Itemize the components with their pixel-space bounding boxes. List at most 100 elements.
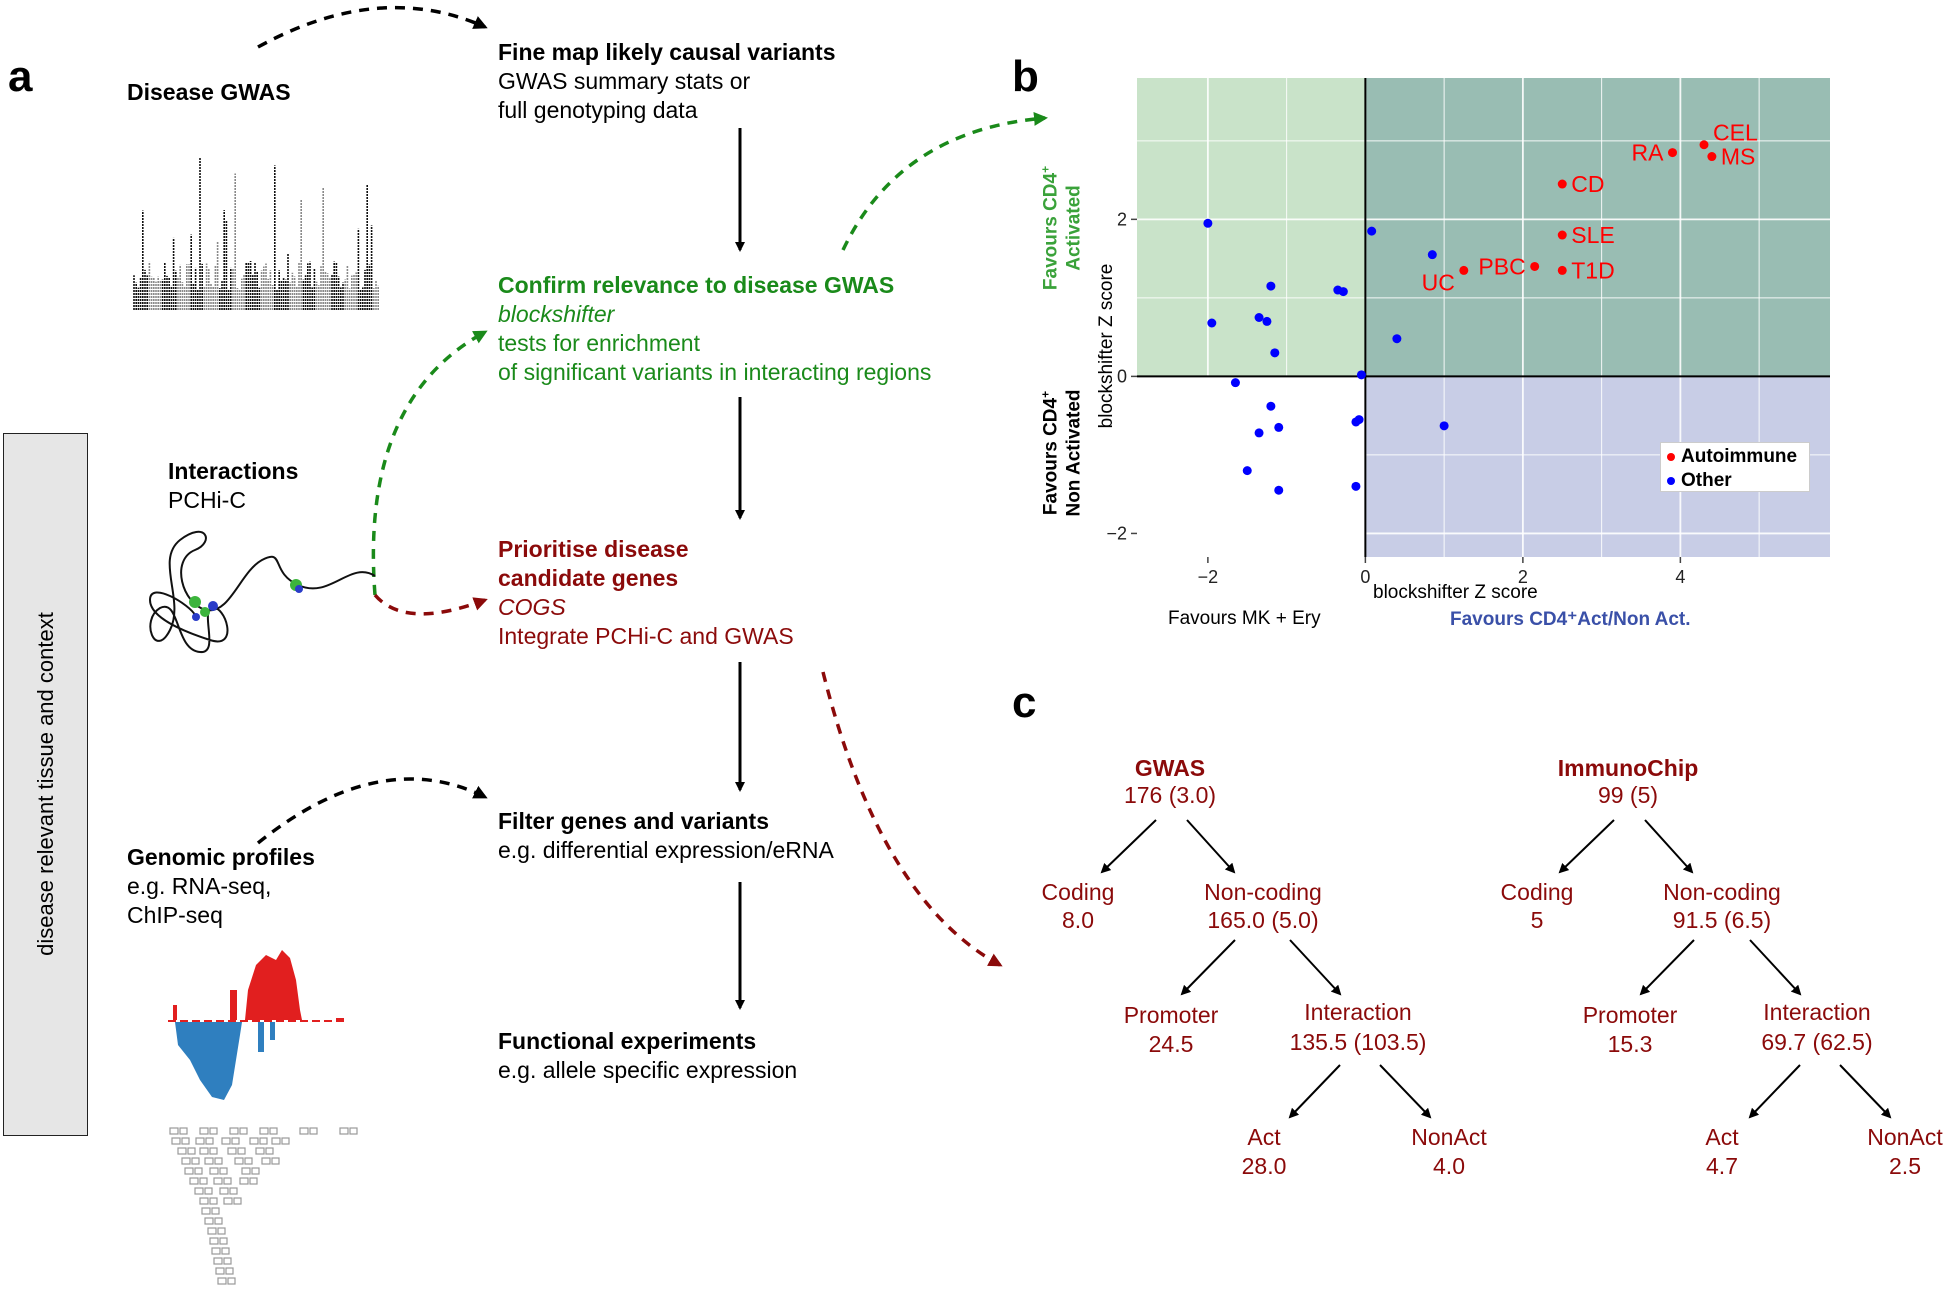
read-block <box>251 1167 260 1175</box>
read-block <box>209 1167 219 1175</box>
prioritise-title2: candidate genes <box>498 565 679 591</box>
read-block <box>233 1197 242 1205</box>
ichip-arrow-interaction <box>1749 939 1802 996</box>
genomic-line1: e.g. RNA-seq, <box>127 873 272 899</box>
panel-letter-a: a <box>8 52 33 101</box>
read-block <box>229 1187 238 1195</box>
y-tick-label: −2 <box>1106 523 1127 543</box>
other-point <box>1254 313 1264 322</box>
point-label: PBC <box>1478 253 1525 279</box>
read-block <box>194 1167 203 1175</box>
read-block <box>244 1157 253 1165</box>
x-left-label: Favours MK + Ery <box>1168 608 1321 629</box>
ichip-nonact: NonAct <box>1867 1124 1943 1150</box>
point-label: MS <box>1721 144 1756 170</box>
ichip-root-val: 99 (5) <box>1597 782 1659 808</box>
legend-autoimmune: Autoimmune <box>1667 445 1803 469</box>
read-block <box>204 1157 214 1165</box>
read-block <box>187 1147 196 1155</box>
read-block <box>215 1267 225 1275</box>
read-block <box>259 1137 268 1145</box>
ichip-act-val: 4.7 <box>1706 1153 1738 1179</box>
quadrant-top-left <box>1137 78 1366 377</box>
arrow-prioritise-to-panel-c <box>821 671 1003 967</box>
read-block <box>204 1187 213 1195</box>
read-block <box>265 1147 274 1155</box>
step-functional: Functional experiments e.g. allele speci… <box>498 1027 797 1085</box>
autoimmune-point <box>1557 230 1567 240</box>
read-block <box>205 1137 214 1145</box>
quadrant-bottom-left <box>1137 376 1366 557</box>
ichip-coding-val: 5 <box>1530 907 1544 933</box>
arrow-interactions-to-prioritise <box>373 593 488 616</box>
prioritise-title1: Prioritise disease <box>498 536 689 562</box>
read-block <box>221 1247 230 1255</box>
read-block <box>223 1257 232 1265</box>
ichip-arrow-act <box>1748 1064 1801 1119</box>
read-block <box>195 1137 205 1145</box>
gwas-source: Disease GWAS <box>127 78 291 107</box>
context-box <box>3 433 88 1136</box>
read-block <box>219 1167 228 1175</box>
point-label: CEL <box>1713 120 1758 146</box>
read-block <box>199 1197 209 1205</box>
other-point <box>1230 378 1240 388</box>
ichip-arrow-noncoding <box>1644 819 1694 874</box>
read-block <box>241 1167 251 1175</box>
ichip-root-name: ImmunoChip <box>1557 755 1699 781</box>
read-block <box>209 1147 218 1155</box>
read-block <box>271 1137 281 1145</box>
read-block <box>223 1197 233 1205</box>
gwas-source-title: Disease GWAS <box>127 79 291 105</box>
read-block <box>269 1127 278 1135</box>
confirm-method: blockshifter <box>498 301 615 327</box>
step-filter: Filter genes and variants e.g. different… <box>498 807 834 865</box>
ichip-arrow-promoter <box>1639 939 1695 996</box>
other-point <box>1439 421 1449 431</box>
legend-other: Other <box>1667 469 1803 493</box>
other-point <box>1270 348 1280 358</box>
activated-label-a: Favours CD4 <box>1040 172 1062 291</box>
read-block <box>339 1127 349 1135</box>
read-block <box>209 1127 218 1135</box>
read-block <box>201 1207 211 1215</box>
read-block <box>231 1137 240 1145</box>
chromatin-loop-thumbnail <box>148 530 376 654</box>
read-block <box>227 1147 237 1155</box>
fine-map-line1: GWAS summary stats or <box>498 68 751 94</box>
gwas-arrow-noncoding <box>1186 819 1236 874</box>
read-block <box>209 1197 218 1205</box>
other-point <box>1203 218 1213 228</box>
read-block <box>211 1207 220 1215</box>
ichip-promoter-val: 15.3 <box>1607 1031 1653 1057</box>
ichip-noncoding: Non-coding <box>1663 879 1781 905</box>
read-block <box>204 1217 214 1225</box>
gwas-arrow-act <box>1288 1064 1341 1119</box>
gwas-root-name: GWAS <box>1134 755 1206 781</box>
read-block <box>213 1257 223 1265</box>
fine-map-line2: full genotyping data <box>498 97 698 123</box>
read-block <box>217 1277 227 1285</box>
point-label: T1D <box>1571 257 1614 283</box>
interactions-title: Interactions <box>168 458 299 484</box>
other-point <box>1266 281 1276 291</box>
autoimmune-point <box>1557 179 1567 189</box>
quadrant-top-right <box>1365 78 1830 377</box>
x-tick-label: −2 <box>1198 567 1219 587</box>
interactions-sub: PCHi-C <box>168 487 246 513</box>
read-block <box>189 1177 199 1185</box>
confirm-line2: of significant variants in interacting r… <box>498 359 932 385</box>
autoimmune-point <box>1557 265 1567 275</box>
nonactivated-label-b: Non Activated <box>1063 389 1085 517</box>
confirm-title: Confirm relevance to disease GWAS <box>498 272 895 298</box>
y-tick-label: 2 <box>1117 209 1127 229</box>
genomic-source: Genomic profiles e.g. RNA-seq, ChIP-seq <box>127 843 315 930</box>
autoimmune-point <box>1707 152 1717 162</box>
read-block <box>219 1237 228 1245</box>
other-point <box>1427 250 1437 260</box>
prioritise-line1: Integrate PCHi-C and GWAS <box>498 623 794 649</box>
gwas-noncoding-val: 165.0 (5.0) <box>1207 907 1319 933</box>
gwas-interaction: Interaction <box>1304 999 1412 1025</box>
y-axis-label: blockshifter Z score <box>1096 263 1117 429</box>
